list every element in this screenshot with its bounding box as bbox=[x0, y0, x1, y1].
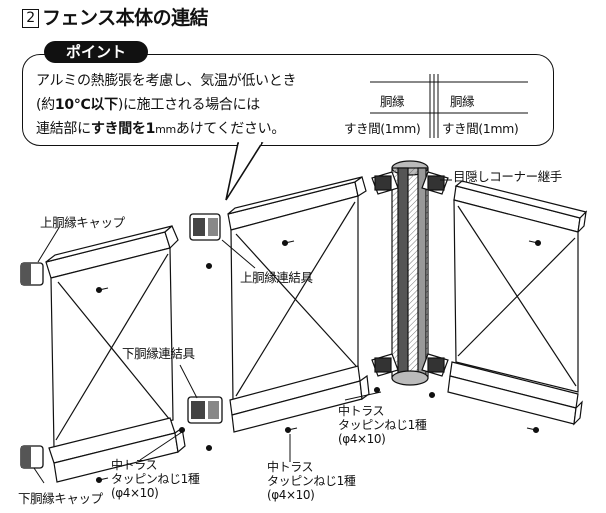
point-line-3: 連結部にすき間を1mmあけてください。 bbox=[36, 121, 286, 137]
point-line-2: (約10℃以下)に施工される場合には bbox=[36, 97, 260, 113]
upper-cap-left-icon bbox=[20, 262, 44, 286]
screw-label-1: 中トラスタッピンねじ1種(φ4×10) bbox=[338, 404, 427, 446]
gap-left-label: 胴縁 bbox=[380, 94, 405, 109]
lower-cap-label: 下胴縁キャップ bbox=[18, 491, 103, 506]
section-title-text: フェンス本体の連結 bbox=[42, 7, 209, 29]
lower-connector-label: 下胴縁連結具 bbox=[122, 346, 195, 361]
corner-joint-label: 目隠しコーナー継手 bbox=[453, 169, 562, 184]
corner-post bbox=[391, 160, 429, 386]
right-fence-panel bbox=[447, 180, 588, 426]
lower-cap-left-icon bbox=[20, 445, 44, 469]
gap-right-label: 胴縁 bbox=[450, 94, 475, 109]
point-box bbox=[22, 54, 554, 146]
screws bbox=[95, 239, 542, 484]
point-box-tail bbox=[225, 141, 264, 201]
screw-label-3: 中トラスタッピンねじ1種(φ4×10) bbox=[267, 460, 356, 502]
middle-fence-panel bbox=[227, 176, 370, 433]
section-number: 2 bbox=[22, 9, 39, 28]
lower-connector-icon bbox=[187, 396, 223, 424]
left-fence-panel bbox=[45, 225, 186, 483]
leader-lines bbox=[33, 179, 452, 484]
point-badge: ポイント bbox=[44, 41, 149, 63]
gap-left-text: すき間(1mm) bbox=[344, 121, 421, 136]
corner-joint-bottom-icon bbox=[371, 353, 449, 377]
upper-connector-icon bbox=[189, 213, 221, 241]
screw-label-2: 中トラスタッピンねじ1種(φ4×10) bbox=[111, 458, 200, 500]
upper-connector-label: 上胴縁連結具 bbox=[240, 270, 313, 285]
gap-right-text: すき間(1mm) bbox=[442, 121, 519, 136]
corner-joint-top-icon bbox=[371, 171, 449, 195]
upper-cap-label: 上胴縁キャップ bbox=[40, 215, 125, 230]
gap-diagram bbox=[370, 74, 528, 138]
point-line-1: アルミの熱膨張を考慮し、気温が低いとき bbox=[36, 73, 297, 89]
